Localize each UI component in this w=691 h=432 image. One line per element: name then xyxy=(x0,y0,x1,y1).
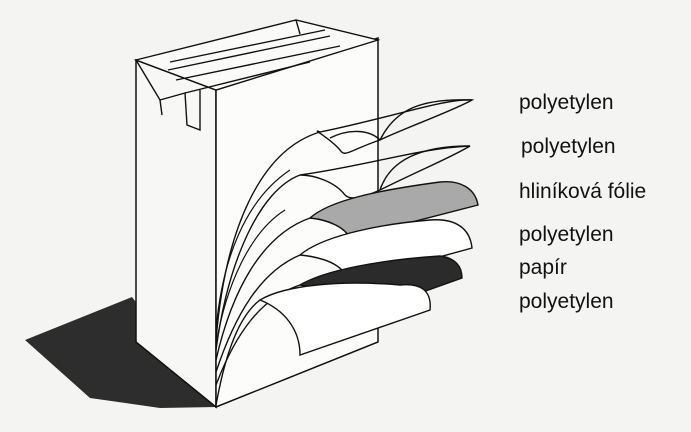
carton-shadow xyxy=(25,297,216,408)
layer-label-2: polyetylen xyxy=(521,135,616,158)
layer-label-3: hliníková fólie xyxy=(519,180,647,203)
carton-top-gable xyxy=(133,19,381,132)
layer-label-6: polyetylen xyxy=(519,290,614,313)
layer-fan-lines xyxy=(215,169,291,346)
layer-polyethylene-3 xyxy=(215,219,473,373)
layer-polyethylene-1 xyxy=(215,99,475,341)
layer-polyethylene-2 xyxy=(215,145,471,351)
layer-polyethylene-4 xyxy=(215,282,431,406)
layer-label-4: polyetylen xyxy=(519,223,614,246)
layer-label-1: polyetylen xyxy=(519,91,614,114)
layer-label-5: papír xyxy=(519,256,567,279)
